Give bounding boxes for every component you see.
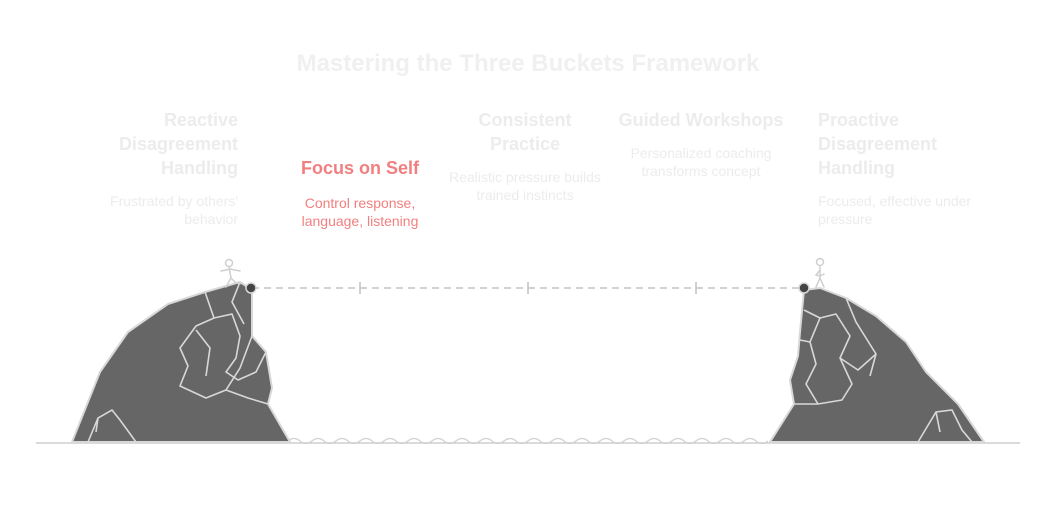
standing-figure-icon: [814, 257, 825, 288]
stage-description: Frustrated by others' behavior: [110, 193, 238, 227]
left-anchor: [245, 282, 257, 294]
stage-guided-workshops: Guided Workshops Personalized coaching t…: [615, 108, 787, 180]
stage-heading: Focus on Self: [300, 158, 419, 178]
stage-proactive: Proactive Disagreement Handling Focused,…: [818, 108, 998, 228]
stage-heading: Proactive Disagreement Handling: [818, 110, 938, 178]
stage-heading: Guided Workshops: [618, 110, 784, 130]
stage-consistent-practice: Consistent Practice Realistic pressure b…: [445, 108, 605, 204]
stage-description: Personalized coaching transforms concept: [630, 145, 772, 179]
left-cliff: [71, 281, 291, 443]
diagram-title: Mastering the Three Buckets Framework: [296, 50, 760, 77]
right-anchor: [798, 282, 810, 294]
stage-focus-on-self: Focus on Self Control response, language…: [280, 156, 440, 230]
stage-heading: Consistent Practice: [478, 110, 572, 154]
water-waves: [287, 437, 769, 445]
stage-heading: Reactive Disagreement Handling: [118, 110, 238, 178]
stage-description: Control response, language, listening: [301, 195, 419, 229]
stick-figure-icon: [220, 258, 241, 288]
stage-reactive: Reactive Disagreement Handling Frustrate…: [80, 108, 238, 228]
stage-description: Focused, effective under pressure: [818, 193, 972, 227]
right-cliff: [769, 287, 985, 443]
stage-description: Realistic pressure builds trained instin…: [449, 169, 601, 203]
